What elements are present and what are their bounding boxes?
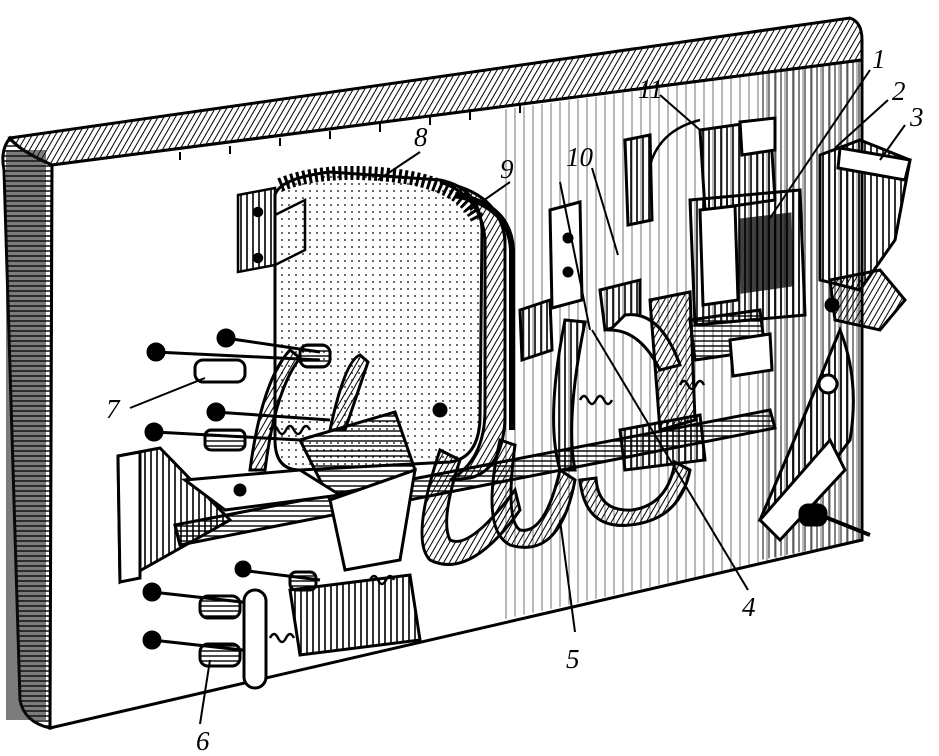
terminal-bolts-upper: [144, 328, 332, 452]
callout-label-10: 10: [566, 142, 594, 172]
callout-leaders: [129, 69, 906, 725]
callout-label-6: 6: [196, 726, 210, 756]
callout-labels: 1 2 3 4 5 6 7 8 9 10 11: [106, 44, 924, 756]
callout-label-4: 4: [742, 592, 756, 622]
magnet-coil-1: [688, 188, 807, 378]
callout-label-8: 8: [414, 122, 428, 152]
callout-label-1: 1: [872, 44, 886, 74]
callout-label-3: 3: [909, 102, 924, 132]
callout-label-11: 11: [638, 74, 663, 104]
callout-label-2: 2: [892, 76, 906, 106]
callout-label-5: 5: [566, 644, 580, 674]
callout-label-9: 9: [500, 154, 514, 184]
terminal-bolts-lower: [142, 560, 321, 690]
armature-arm: [757, 138, 912, 543]
callout-label-7: 7: [106, 394, 121, 424]
contact-lever-left: [180, 347, 422, 657]
contact-levers-center: [598, 278, 707, 472]
springs: [268, 379, 706, 644]
arc-chute-coil: [273, 165, 515, 482]
flexible-straps: [420, 200, 692, 566]
